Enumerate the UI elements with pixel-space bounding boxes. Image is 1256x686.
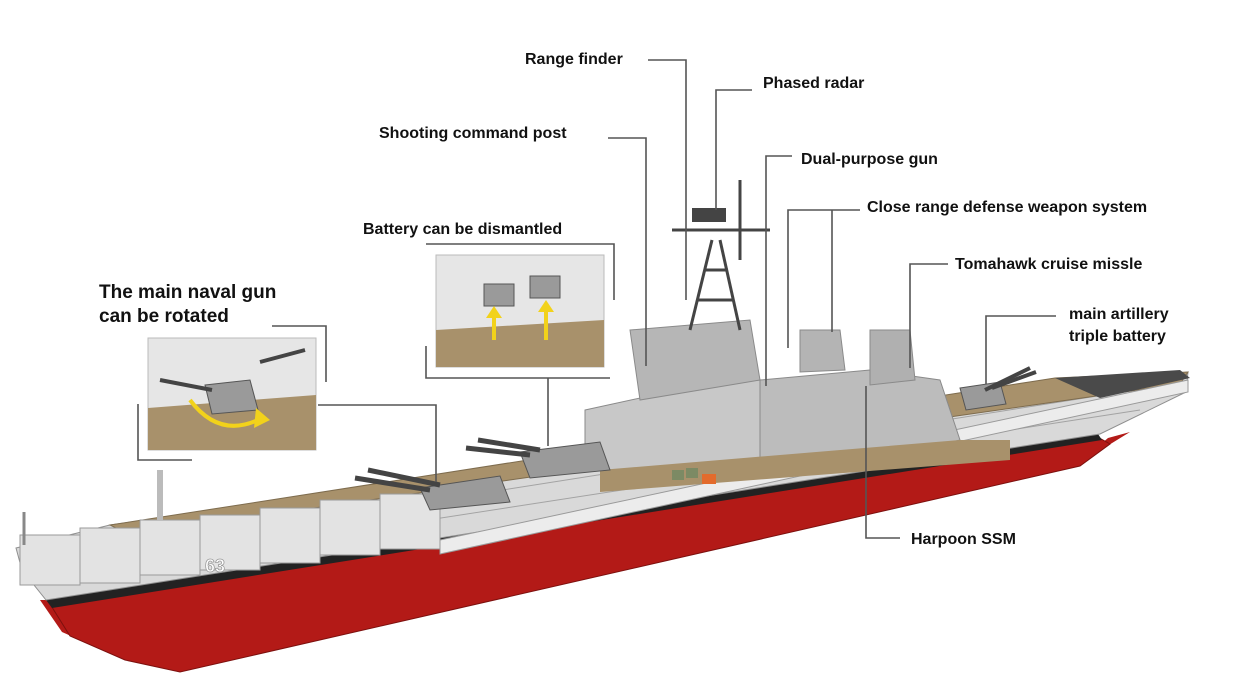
label-close-range-defense: Close range defense weapon system	[867, 199, 1148, 216]
inset-battery-dismantled	[435, 254, 605, 368]
turrets	[354, 366, 1037, 511]
superstructure	[584, 180, 1010, 492]
label-main-naval-gun-line1: The main naval gun	[99, 282, 277, 303]
hull-number: 63	[205, 556, 225, 576]
label-range-finder: Range finder	[525, 51, 623, 68]
label-shooting-command-post: Shooting command post	[379, 125, 567, 142]
label-phased-radar: Phased radar	[763, 75, 865, 92]
label-main-naval-gun: The main naval gun can be rotated	[99, 281, 276, 329]
label-main-artillery-line1: main artillery	[1069, 306, 1169, 323]
label-main-artillery: main artillery triple battery	[1069, 306, 1169, 347]
label-main-artillery-line2: triple battery	[1069, 328, 1166, 346]
label-main-naval-gun-line2: can be rotated	[99, 305, 229, 327]
inset-main-naval-gun	[147, 337, 317, 451]
leader-lines	[137, 59, 1056, 539]
label-tomahawk: Tomahawk cruise missle	[955, 256, 1143, 273]
label-harpoon-ssm: Harpoon SSM	[911, 531, 1016, 548]
label-battery-dismantled: Battery can be dismantled	[363, 221, 563, 238]
label-dual-purpose-gun: Dual-purpose gun	[801, 151, 938, 168]
